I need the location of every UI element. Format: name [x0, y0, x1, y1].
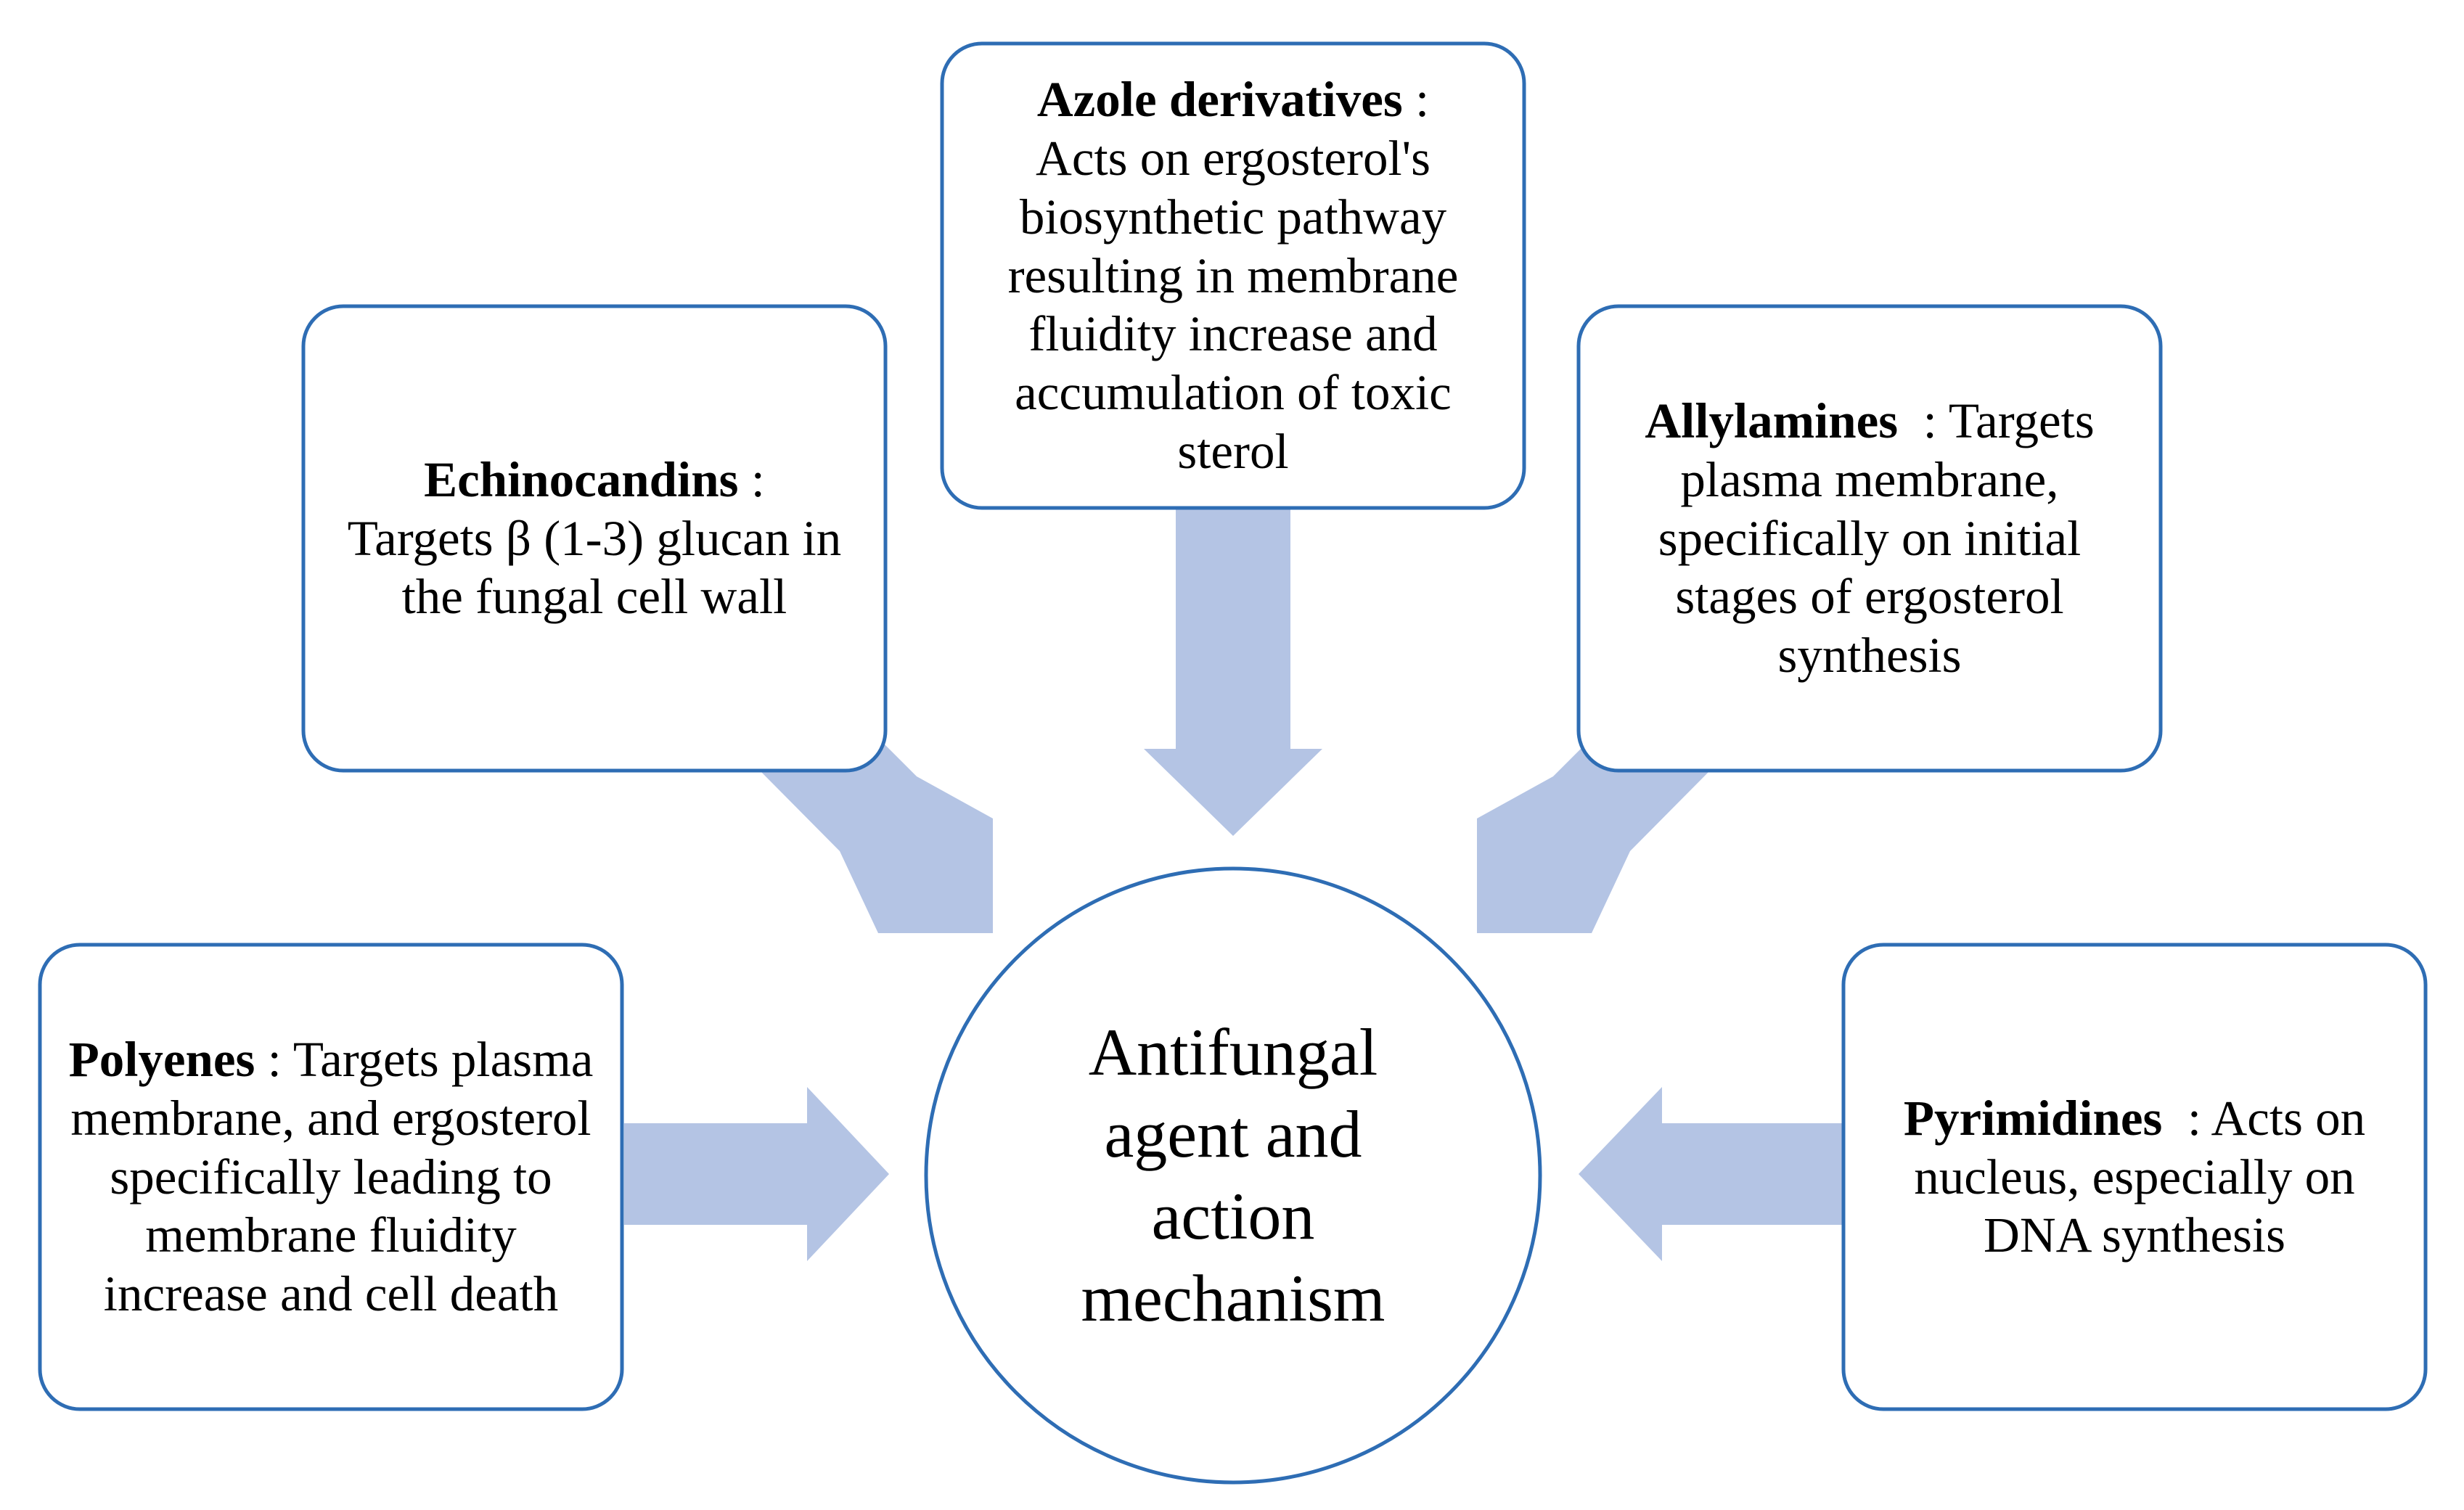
arrow-azole-to-center: [1144, 508, 1322, 836]
polyenes-description: Targets plasma membrane, and ergosterol …: [70, 1032, 594, 1322]
allylamines-separator: :: [1898, 393, 1949, 449]
pyrimidines-name: Pyrimidines: [1903, 1090, 2163, 1146]
echinocandins-description: Targets β (1-3) glucan in the fungal cel…: [347, 510, 842, 625]
azole-text: Azole derivatives : Acts on ergosterol's…: [942, 44, 1524, 508]
polyenes-separator: :: [255, 1032, 293, 1088]
azole-description: Acts on ergosterol's biosynthetic pathwa…: [1007, 131, 1459, 479]
pyrimidines-box: [1841, 943, 2428, 1411]
center-circle: [924, 866, 1542, 1485]
echinocandins-box: [301, 304, 888, 773]
center-title: Antifungal agent and action mechanism: [1081, 1014, 1386, 1336]
azole-box: [940, 41, 1526, 510]
pyrimidines-separator: :: [2162, 1090, 2211, 1146]
echinocandins-separator: :: [738, 451, 765, 507]
allylamines-name: Allylamines: [1645, 393, 1899, 449]
arrow-polyenes-to-center: [624, 1087, 889, 1261]
azole-name: Azole derivatives: [1036, 72, 1403, 128]
allylamines-text: Allylamines : Targets plasma membrane, s…: [1579, 306, 2161, 771]
pyrimidines-description: Acts on nucleus, especially on DNA synth…: [1914, 1090, 2366, 1263]
azole-separator: :: [1402, 72, 1430, 128]
echinocandins-text: Echinocandins : Targets β (1-3) glucan i…: [303, 306, 885, 771]
echinocandins-name: Echinocandins: [424, 451, 739, 507]
center-label: Antifungal agent and action mechanism: [994, 936, 1472, 1415]
polyenes-name: Polyenes: [68, 1032, 255, 1088]
polyenes-text: Polyenes : Targets plasma membrane, and …: [40, 945, 622, 1409]
allylamines-description: Targets plasma membrane, specifically on…: [1658, 393, 2095, 684]
arrow-pyrimidines-to-center: [1579, 1087, 1843, 1261]
pyrimidines-text: Pyrimidines : Acts on nucleus, especiall…: [1843, 945, 2426, 1409]
polyenes-box: [38, 943, 624, 1411]
allylamines-box: [1576, 304, 2163, 773]
